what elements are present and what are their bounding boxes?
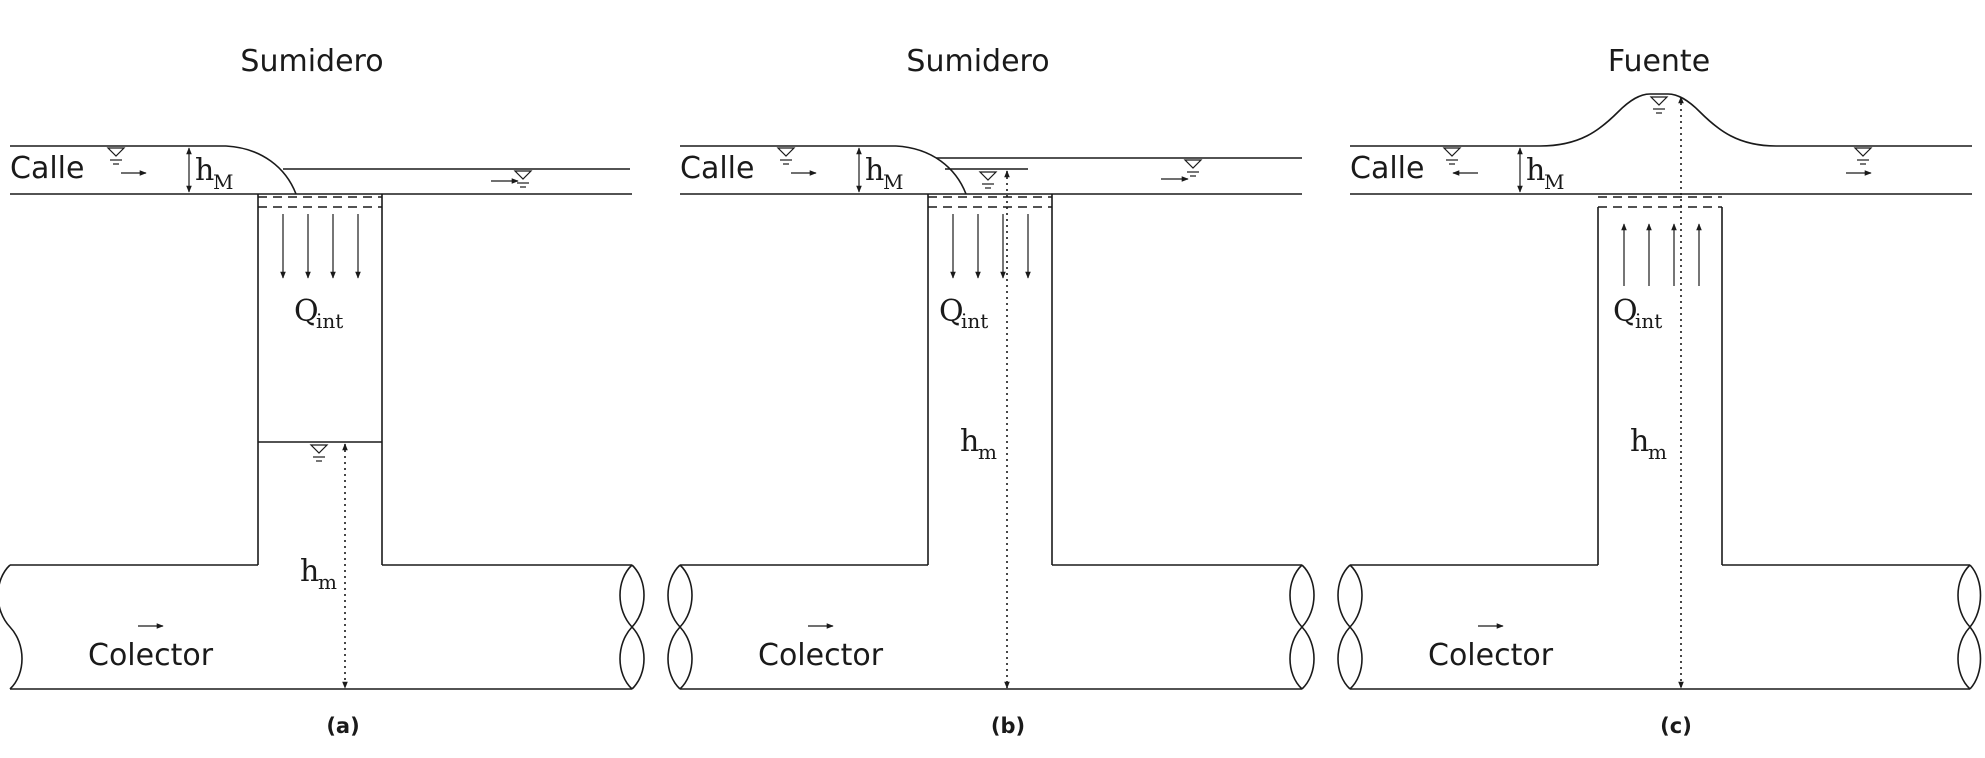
panel-a-label: (a) <box>326 714 359 738</box>
panel-b-q-symbol: Q <box>939 294 964 329</box>
panel-a-hm-symbol: h <box>300 554 319 589</box>
panel-c-street-label: Calle <box>1350 151 1424 186</box>
panel-a-collector-right-break <box>619 564 645 690</box>
panel-b-collector-label: Colector <box>758 638 884 673</box>
panel-c-q-symbol: Q <box>1613 294 1638 329</box>
panel-a-water-level-icon-upstream <box>106 147 126 165</box>
panel-b-street-label: Calle <box>680 151 754 186</box>
panel-c: Fuente Calle h M Q <box>1337 44 1982 738</box>
panel-c-water-level-icon-left <box>1442 147 1462 165</box>
panel-b-q-subscript: int <box>961 309 988 333</box>
panel-a-q-subscript: int <box>316 309 343 333</box>
panel-a-water-level-icon-shaft <box>309 444 329 462</box>
panel-c-collector-right-break <box>1957 564 1982 690</box>
panel-c-hm-symbol: h <box>1630 424 1649 459</box>
panel-b-water-level-icon-upstream <box>776 147 796 165</box>
panel-c-collector-label: Colector <box>1428 638 1554 673</box>
panel-a-weir-nappe <box>225 145 297 195</box>
panel-c-hM-symbol: h <box>1526 153 1545 188</box>
panel-b-water-level-icon-downstream <box>1183 159 1203 177</box>
panel-a-water-level-icon-downstream <box>513 170 533 188</box>
panel-a-title: Sumidero <box>240 44 383 79</box>
panel-c-collector-left-break <box>1337 564 1363 690</box>
panel-b-collector-left-break <box>667 564 693 690</box>
panel-b-title: Sumidero <box>906 44 1049 79</box>
panel-a-street-label: Calle <box>10 151 84 186</box>
panel-c-hm-subscript: m <box>1648 440 1667 464</box>
panel-c-title: Fuente <box>1608 44 1710 79</box>
panel-a-hM-subscript: M <box>213 170 233 194</box>
panel-b-hm-subscript: m <box>978 440 997 464</box>
panel-a-hM-symbol: h <box>195 153 214 188</box>
panel-c-water-level-icon-right <box>1853 147 1873 165</box>
panel-b-water-level-icon-shaft <box>978 171 998 189</box>
panel-c-water-level-icon-fountain <box>1649 96 1669 114</box>
panel-a: Sumidero Calle h M <box>0 44 645 738</box>
panel-a-collector-label: Colector <box>88 638 214 673</box>
panel-b-hm-symbol: h <box>960 424 979 459</box>
panel-b-hM-subscript: M <box>883 170 903 194</box>
panel-c-label: (c) <box>1660 714 1692 738</box>
panel-a-hm-subscript: m <box>318 570 337 594</box>
panel-c-hM-subscript: M <box>1544 170 1564 194</box>
panel-b: Sumidero Calle h M <box>667 44 1315 738</box>
panel-b-weir-nappe <box>895 145 967 195</box>
panel-a-collector-left-break <box>0 564 23 690</box>
panel-c-q-subscript: int <box>1635 309 1662 333</box>
panel-c-street-surface-with-fountain <box>1350 93 1972 147</box>
panel-b-collector-right-break <box>1289 564 1315 690</box>
panel-b-hM-symbol: h <box>865 153 884 188</box>
panel-a-q-symbol: Q <box>294 294 319 329</box>
panel-b-label: (b) <box>991 714 1025 738</box>
